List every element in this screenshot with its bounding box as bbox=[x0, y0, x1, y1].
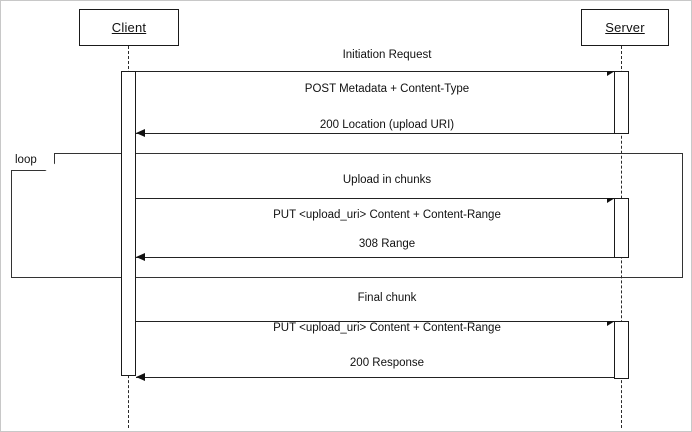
message-arrowhead-m1 bbox=[607, 71, 615, 76]
message-line-m1 bbox=[136, 71, 615, 72]
message-line-m5 bbox=[136, 321, 615, 322]
message-arrowhead-m2 bbox=[136, 129, 145, 137]
section-caption-final-chunk: Final chunk bbox=[357, 292, 417, 304]
participant-server[interactable]: Server bbox=[581, 9, 669, 46]
message-label-m3: PUT <upload_uri> Content + Content-Range bbox=[273, 209, 501, 221]
message-label-m5: PUT <upload_uri> Content + Content-Range bbox=[273, 322, 501, 334]
participant-client-label: Client bbox=[111, 20, 147, 35]
section-caption-upload-chunks: Upload in chunks bbox=[342, 174, 432, 186]
participant-client[interactable]: Client bbox=[79, 9, 179, 46]
client-activation-bar bbox=[121, 71, 136, 376]
message-label-m2: 200 Location (upload URI) bbox=[319, 119, 455, 131]
loop-fragment bbox=[11, 153, 683, 278]
message-line-m2 bbox=[136, 133, 615, 134]
loop-fragment-tab: loop bbox=[11, 153, 55, 171]
message-arrowhead-m4 bbox=[136, 253, 145, 261]
message-arrowhead-m6 bbox=[136, 373, 145, 381]
server-activation-bar-1 bbox=[614, 71, 629, 134]
loop-fragment-label: loop bbox=[15, 154, 37, 166]
message-line-m3 bbox=[136, 198, 615, 199]
message-arrowhead-m5 bbox=[607, 321, 615, 326]
participant-server-label: Server bbox=[605, 20, 645, 35]
message-line-m4 bbox=[136, 257, 615, 258]
message-label-m1: POST Metadata + Content-Type bbox=[304, 83, 470, 95]
section-caption-initiation: Initiation Request bbox=[342, 49, 432, 61]
message-label-m6: 200 Response bbox=[349, 357, 425, 369]
message-arrowhead-m3 bbox=[607, 198, 615, 203]
message-line-m6 bbox=[136, 377, 615, 378]
server-activation-bar-3 bbox=[614, 321, 629, 379]
server-activation-bar-2 bbox=[614, 198, 629, 258]
message-label-m4: 308 Range bbox=[358, 238, 416, 250]
